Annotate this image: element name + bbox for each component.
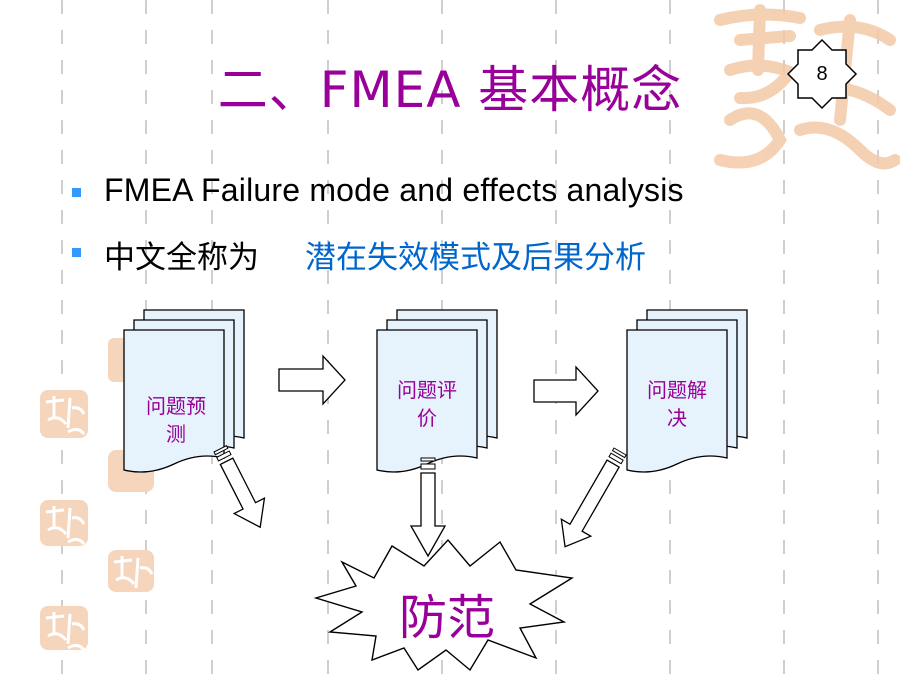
step-label-predict: 问题预 测 [126, 392, 226, 448]
bullet-marker [72, 248, 81, 257]
arrow-down-left [213, 444, 266, 529]
bullet-fmea-text: FMEA Failure mode and effects analysis [104, 172, 684, 208]
arrow-down-center [409, 457, 447, 558]
seal-watermark-left-3 [40, 606, 88, 651]
bullet-chinese-name-line: 中文全称为 潜在失效模式及后果分析 [104, 232, 646, 277]
seal-watermark-left-1 [40, 390, 88, 438]
step-label-predict-line2: 测 [166, 422, 186, 446]
step-label-solve-line1: 问题解 [647, 378, 707, 402]
bullet-marker [72, 188, 81, 197]
page-number: 8 [816, 63, 828, 85]
seal-watermark-left-2 [40, 500, 88, 546]
step-label-solve: 问题解 决 [627, 376, 727, 432]
prevention-burst [313, 538, 575, 672]
page-number-badge [786, 38, 858, 110]
step-label-evaluate: 问题评 价 [377, 376, 477, 432]
arrow-right-1 [278, 354, 346, 406]
step-label-solve-line2: 决 [667, 406, 687, 430]
seal-watermark-left-4 [108, 550, 154, 592]
step-label-evaluate-line1: 问题评 [397, 378, 457, 402]
bullet-chinese-emphasis: 潜在失效模式及后果分析 [305, 240, 646, 276]
arrow-right-2 [533, 365, 599, 417]
arrow-down-right [560, 447, 627, 548]
step-label-evaluate-line2: 价 [417, 406, 437, 430]
prevention-label: 防范 [398, 590, 495, 646]
slide-title: 二、FMEA 基本概念 [217, 61, 683, 119]
bullet-chinese-label: 中文全称为 [104, 240, 259, 276]
step-label-predict-line1: 问题预 [146, 394, 206, 418]
